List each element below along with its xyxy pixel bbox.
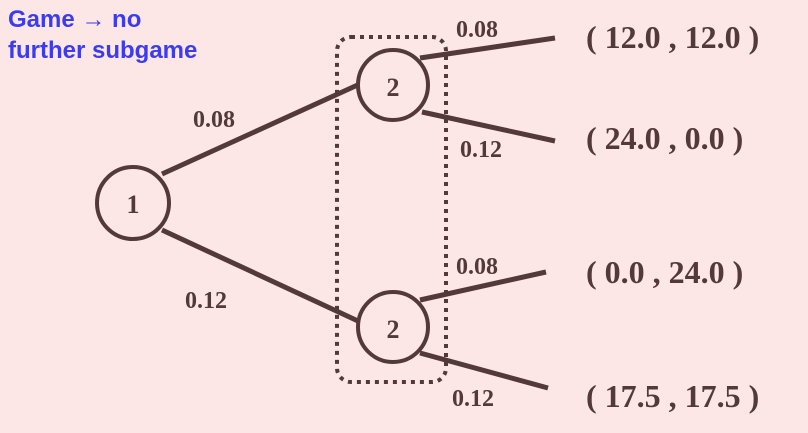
lower-node-label: 2 bbox=[387, 315, 400, 344]
edge-lower-node-outcome-2 bbox=[419, 350, 549, 391]
prob-label-root-upper: 0.08 bbox=[193, 107, 235, 133]
prob-label-upper-outcome-1: 0.08 bbox=[456, 17, 498, 43]
root-node-label: 1 bbox=[127, 190, 140, 219]
lower-player-2-node: 2 bbox=[356, 290, 430, 364]
edge-lower-node-outcome-1 bbox=[419, 269, 547, 303]
prob-label-lower-outcome-2: 0.12 bbox=[452, 386, 494, 412]
prob-label-root-lower: 0.12 bbox=[185, 288, 227, 314]
payoff-1: ( 12.0 , 12.0 ) bbox=[586, 19, 759, 55]
upper-node-label: 2 bbox=[387, 73, 400, 102]
annotation-line-2: further subgame bbox=[8, 37, 198, 64]
upper-player-2-node: 2 bbox=[356, 48, 430, 122]
edge-root-to-lower-node bbox=[160, 227, 360, 324]
prob-label-lower-outcome-1: 0.08 bbox=[456, 254, 498, 280]
edge-upper-node-outcome-2 bbox=[421, 109, 556, 144]
information-set-box bbox=[335, 35, 448, 384]
root-node: 1 bbox=[95, 165, 171, 241]
payoff-2: ( 24.0 , 0.0 ) bbox=[586, 120, 743, 156]
prob-label-upper-outcome-2: 0.12 bbox=[460, 137, 502, 163]
edge-root-to-upper-node bbox=[160, 80, 364, 177]
annotation-line-1: Game → no bbox=[8, 6, 142, 33]
payoff-4: ( 17.5 , 17.5 ) bbox=[586, 378, 759, 414]
payoff-3: ( 0.0 , 24.0 ) bbox=[586, 254, 743, 290]
subgame-annotation: Game → no further subgame bbox=[8, 4, 197, 66]
edge-upper-node-outcome-1 bbox=[419, 35, 556, 61]
